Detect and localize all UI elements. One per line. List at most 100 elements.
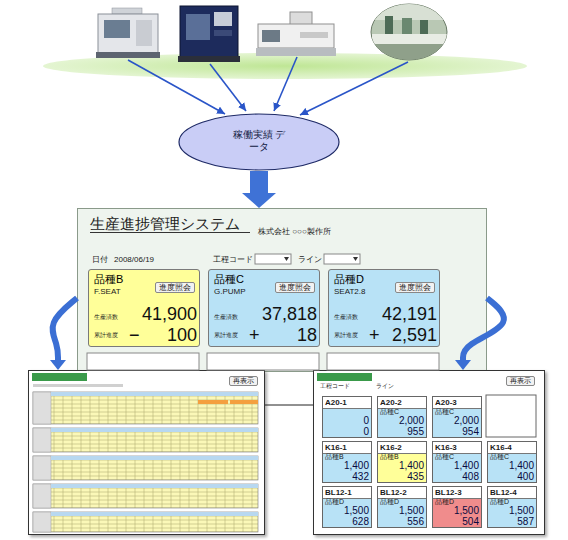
planned-count: 1,500 xyxy=(323,505,369,516)
field-label: 工程コード xyxy=(213,255,253,264)
field-label: 日付 xyxy=(92,255,108,264)
actual-count: 587 xyxy=(488,516,534,527)
actual-count: 435 xyxy=(378,471,424,482)
product-card: 品種DSEAT2.8 進度照会生産済数 42,191 累計進度 +2,591 xyxy=(328,269,440,347)
line-id: BL12-2 xyxy=(378,487,426,499)
line-card: K16-3品種C1,400408 xyxy=(432,441,482,483)
planned-count: 1,500 xyxy=(378,505,424,516)
line-card: K16-2品種B1,400435 xyxy=(377,441,427,483)
count-value: 42,191 xyxy=(367,304,437,325)
progress-label: 累計進度 xyxy=(334,332,358,339)
product-name: 品種B xyxy=(380,453,399,461)
company-name: 株式会社 ○○○製作所 xyxy=(258,227,331,236)
progress-table-screen: 再表示 xyxy=(28,370,265,535)
actual-count: 408 xyxy=(433,471,479,482)
actual-count: 955 xyxy=(378,426,424,437)
date-value: 2008/06/19 xyxy=(114,255,154,264)
product-name: 品種C xyxy=(490,453,509,461)
line-card: BL12-3品種D1,500504 xyxy=(432,486,482,528)
planned-count: 0 xyxy=(323,415,369,426)
progress-label: 累計進度 xyxy=(94,332,118,339)
line-id: K16-4 xyxy=(488,442,536,454)
flow-block-arrow xyxy=(250,171,268,193)
actual-count: 954 xyxy=(433,426,479,437)
planned-count: 1,400 xyxy=(378,460,424,471)
platform-ellipse xyxy=(43,53,527,79)
line-id: K16-2 xyxy=(378,442,426,454)
planned-count: 1,400 xyxy=(488,460,534,471)
planned-count: 1,500 xyxy=(488,505,534,516)
progress-label: 累計進度 xyxy=(214,332,238,339)
planned-count: 1,400 xyxy=(433,460,479,471)
product-card: 品種CG.PUMP 進度照会生産済数 37,818 累計進度 +18 xyxy=(208,269,320,347)
planned-count: 1,500 xyxy=(433,505,479,516)
refresh-button: 再表示 xyxy=(506,376,535,386)
inquiry-button: 進度照会 xyxy=(395,282,435,293)
count-label: 生産済数 xyxy=(334,314,358,321)
line-id: K16-3 xyxy=(433,442,481,454)
line-card: BL12-1品種D1,500628 xyxy=(322,486,372,528)
field-label: ライン xyxy=(376,383,394,390)
screen-panel: 生産進捗管理システム株式会社 ○○○製作所日付2008/06/19工程コードライ… xyxy=(77,208,487,372)
product-name: 品種C xyxy=(435,453,454,461)
progress-value: 18 xyxy=(267,325,317,346)
progress-sign: + xyxy=(249,325,260,346)
count-label: 生産済数 xyxy=(94,314,118,321)
line-card: BL12-2品種D1,500556 xyxy=(377,486,427,528)
field-label: ライン xyxy=(298,255,322,264)
line-id: A20-3 xyxy=(433,397,481,409)
line-id: A20-1 xyxy=(323,397,371,409)
actual-count: 432 xyxy=(323,471,369,482)
product-name: 品種C xyxy=(380,408,399,416)
line-id: A20-2 xyxy=(378,397,426,409)
data-ellipse: 稼働実績 データ xyxy=(178,113,340,171)
planned-count: 2,000 xyxy=(433,415,479,426)
data-flow-arrow xyxy=(128,57,408,115)
product-name: 品種D xyxy=(490,498,509,506)
progress-value: 100 xyxy=(147,325,197,346)
ellipse-shape xyxy=(179,114,339,170)
product-name: 品種D xyxy=(325,498,344,506)
product-name: 品種C xyxy=(435,408,454,416)
inquiry-button: 進度照会 xyxy=(155,282,195,293)
field-label: 工程コード xyxy=(320,383,350,390)
product-code: SEAT2.8 xyxy=(334,287,365,296)
line-id: BL12-4 xyxy=(488,487,536,499)
line-card: K16-4品種C1,400400 xyxy=(487,441,537,483)
actual-count: 628 xyxy=(323,516,369,527)
product-name: 品種D xyxy=(380,498,399,506)
actual-count: 0 xyxy=(323,426,369,437)
inquiry-button: 進度照会 xyxy=(275,282,315,293)
product-name: 品種C xyxy=(214,273,244,286)
factory-photo xyxy=(370,4,450,64)
product-code: G.PUMP xyxy=(214,287,246,296)
refresh-button: 再表示 xyxy=(229,376,258,386)
actual-count: 504 xyxy=(433,516,479,527)
actual-count: 556 xyxy=(378,516,424,527)
product-name: 品種B xyxy=(325,453,344,461)
count-value: 41,900 xyxy=(127,304,197,325)
product-code: F.SEAT xyxy=(94,287,121,296)
machine-photo xyxy=(178,6,240,62)
line-id: BL12-3 xyxy=(433,487,481,499)
progress-sign: − xyxy=(129,325,140,346)
product-card: 品種BF.SEAT進度照会生産済数41,900累計進度−100 xyxy=(88,269,200,347)
count-label: 生産済数 xyxy=(214,314,238,321)
product-name: 品種D xyxy=(334,273,364,286)
data-label: 稼働実績 データ xyxy=(229,129,289,152)
link-line xyxy=(265,405,313,406)
machine-photo xyxy=(256,12,336,56)
progress-value: 2,591 xyxy=(387,325,437,346)
actual-count: 400 xyxy=(488,471,534,482)
progress-sign: + xyxy=(369,325,380,346)
line-card: A20-1 00 xyxy=(322,396,372,438)
machine-photo xyxy=(96,8,160,58)
line-card: A20-2品種C2,000955 xyxy=(377,396,427,438)
curved-arrow xyxy=(53,298,77,360)
line-id: K16-1 xyxy=(323,442,371,454)
line-status-screen: 工程コードライン再表示A20-100A20-2品種C2,000955A20-3品… xyxy=(313,370,545,535)
planned-count: 2,000 xyxy=(378,415,424,426)
count-value: 37,818 xyxy=(247,304,317,325)
product-name: 品種D xyxy=(435,498,454,506)
